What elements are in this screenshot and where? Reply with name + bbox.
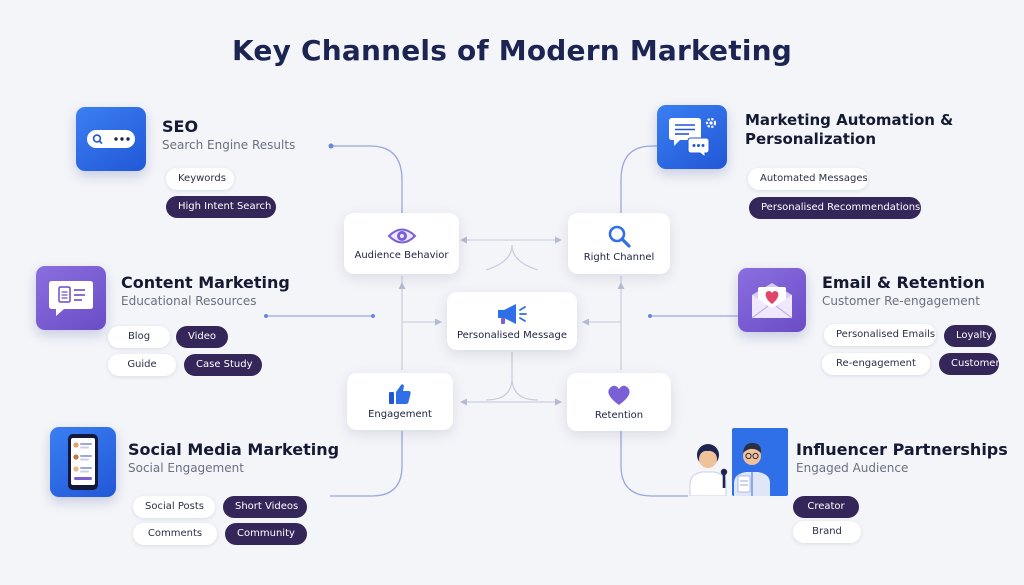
tag-social-posts: Social Posts [133,496,215,518]
tag-personalised-emails: Personalised Emails [824,324,936,346]
email-title: Email & Retention [822,273,986,292]
tag-high-intent-search: High Intent Search [166,196,276,218]
tag-comments: Comments [133,523,217,545]
seo-title: SEO [162,117,199,136]
thumbs-up-icon [389,384,411,404]
tag-automated-messages: Automated Messages [748,168,868,190]
tag-loyalty: Loyalty [944,325,996,347]
tag-personalised-recommendations: Personalised Recommendations [749,197,921,219]
search-bar-icon [76,107,146,171]
tag-video: Video [176,326,228,348]
content-subtitle: Educational Resources [121,294,257,308]
heart-icon [608,385,630,405]
node-retention-label: Retention [594,409,644,421]
social-subtitle: Social Engagement [128,461,244,475]
node-engagement-label: Engagement [368,409,432,420]
tag-guide: Guide [108,354,176,376]
tag-re-engagement: Re-engagement [822,353,930,375]
eye-icon [387,228,416,244]
automation-title-line1: Marketing Automation & [745,111,954,129]
node-audience-behavior: Audience Behavior [344,213,459,274]
influencers-icon [688,428,788,497]
magnifier-icon [608,225,631,248]
node-engagement: Engagement [347,373,453,430]
tag-creator: Creator [793,496,859,518]
tag-blog: Blog [108,326,170,348]
node-right-channel: Right Channel [568,213,670,274]
smartphone-icon [50,427,116,497]
influencer-title: Influencer Partnerships [796,440,1008,459]
envelope-heart-icon [738,268,806,332]
tag-short-videos: Short Videos [223,496,307,518]
social-title: Social Media Marketing [128,440,340,459]
tag-customer: Customer [939,353,1000,375]
influencer-subtitle: Engaged Audience [796,461,909,475]
chat-gear-icon [657,105,727,169]
node-personalised-message: Personalised Message [447,292,577,350]
tag-case-study: Case Study [184,354,262,376]
tag-brand: Brand [793,521,861,543]
node-right-channel-label: Right Channel [583,252,655,263]
node-retention: Retention [567,373,671,431]
content-title: Content Marketing [121,273,290,292]
node-audience-behavior-label: Audience Behavior [354,250,449,261]
email-subtitle: Customer Re-engagement [822,294,980,308]
megaphone-icon [498,303,527,324]
tag-keywords: Keywords [166,168,234,190]
page-title: Key Channels of Modern Marketing [231,34,792,67]
automation-title-line2: Personalization [745,130,877,148]
document-chat-icon [36,266,106,330]
node-personalised-message-label: Personalised Message [456,329,567,341]
seo-subtitle: Search Engine Results [162,138,296,152]
tag-community: Community [225,523,307,545]
